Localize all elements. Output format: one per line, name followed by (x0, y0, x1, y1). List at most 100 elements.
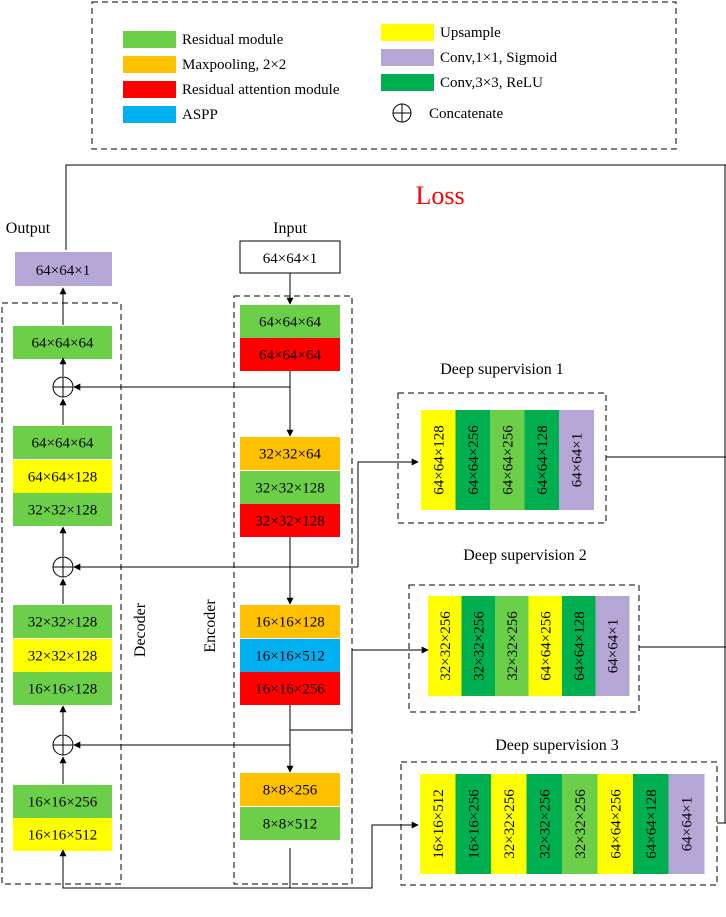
encoder-block (240, 305, 340, 338)
legend-label: Conv,3×3, ReLU (440, 75, 543, 91)
encoder-block (240, 338, 340, 371)
encoder-block-label: 16×16×512 (255, 649, 324, 665)
deep-supervision-3-block-label: 64×64×1 (679, 797, 695, 851)
deep-supervision-1-block-label: 64×64×1 (569, 433, 585, 487)
legend-label: Residual module (182, 32, 284, 48)
encoder-title: Encoder (202, 599, 219, 653)
output-block (15, 252, 112, 286)
encoder-block-label: 8×8×512 (263, 817, 317, 833)
input-block (239, 240, 341, 274)
deep-supervision-3-block (491, 774, 527, 874)
legend-swatch (123, 106, 176, 123)
decoder-block-label: 64×64×128 (28, 470, 97, 486)
deep-supervision-2-block (528, 596, 563, 696)
encoder-block (240, 605, 340, 638)
legend-swatch (123, 56, 176, 73)
deep-supervision-2-block-label: 64×64×256 (538, 611, 554, 681)
output-title: Output (6, 220, 51, 237)
deep-supervision-inputs (290, 458, 429, 889)
deep-supervision-3-block (420, 774, 456, 874)
encoder-block-label: 32×32×64 (259, 447, 321, 463)
legend-swatch (381, 24, 434, 41)
deep-supervision-3-block-label: 64×64×256 (608, 789, 624, 859)
decoder-block-label: 16×16×128 (28, 682, 97, 698)
deep-supervision-1-block (455, 410, 491, 510)
encoder-block (240, 471, 340, 504)
decoder-block-label: 32×32×128 (28, 615, 97, 631)
deep-supervision-3-block (633, 774, 669, 874)
deep-supervision-3-title: Deep supervision 3 (495, 737, 619, 754)
legend-label: Maxpooling, 2×2 (182, 57, 286, 73)
deep-supervision-3-block-label: 32×32×256 (573, 789, 589, 859)
decoder-block-label: 32×32×128 (28, 649, 97, 665)
output-block-label: 64×64×1 (36, 263, 90, 279)
decoder-block (13, 326, 112, 359)
deep-supervision-1-block-label: 64×64×256 (466, 425, 482, 495)
encoder-block (240, 672, 340, 705)
deep-supervision-2-block-label: 32×32×256 (505, 611, 521, 681)
encoder-block-label: 64×64×64 (259, 315, 321, 331)
deep-supervision-3-block (526, 774, 563, 874)
encoder-block (240, 504, 340, 537)
deep-supervision-2-block-label: 64×64×1 (605, 619, 621, 673)
decoder-block-label: 64×64×64 (32, 436, 94, 452)
encoder-blocks: 64×64×6464×64×6432×32×6432×32×12832×32×1… (240, 305, 340, 840)
deep-supervision-1-block (524, 410, 560, 510)
decoder-block (13, 639, 112, 672)
deep-supervision-2-block (562, 596, 596, 696)
decoder-block-label: 16×16×256 (28, 795, 98, 811)
encoder-block (240, 773, 340, 806)
encoder-block-label: 32×32×128 (255, 514, 324, 530)
concat-1 (52, 376, 74, 398)
decoder-block-label: 64×64×64 (32, 336, 94, 352)
concat-2 (52, 556, 74, 578)
decoder-blocks: 64×64×64 64×64×64 64×64×128 32×32×128 32×32×… (13, 326, 112, 851)
deep-supervision-1-block (559, 410, 594, 510)
deep-supervision-3-block-label: 16×16×512 (431, 789, 447, 858)
deep-supervision-1-frame (397, 392, 607, 524)
legend-swatch (381, 49, 434, 66)
deep-supervision-1-block-label: 64×64×256 (500, 425, 516, 495)
decoder-title: Decoder (132, 602, 149, 657)
encoder-block-label: 32×32×128 (255, 481, 324, 497)
encoder-block-label: 8×8×256 (263, 783, 318, 799)
deep-supervision-3-block-label: 32×32×256 (537, 789, 553, 859)
deep-supervision-2-block (461, 596, 496, 696)
decoder-block (13, 818, 112, 851)
decoder-block-label: 16×16×512 (28, 828, 97, 844)
decoder-block (13, 605, 112, 638)
deep-supervision-3-block (668, 774, 705, 874)
decoder-block (13, 426, 112, 459)
encoder-block (240, 807, 340, 840)
input-block-label: 64×64×1 (263, 251, 317, 267)
deep-supervision-3-block-label: 64×64×128 (644, 789, 660, 858)
encoder-block (240, 639, 340, 672)
decoder-block (13, 672, 112, 705)
deep-supervision-2-block-label: 32×32×256 (438, 611, 454, 681)
concat-3 (52, 734, 74, 756)
deep-supervision-2-block-label: 32×32×256 (471, 611, 487, 681)
deep-supervision-1-block-label: 64×64×128 (535, 425, 551, 494)
legend-label: Concatenate (429, 106, 503, 122)
skip-connections (73, 383, 358, 749)
deep-supervision-2-block (495, 596, 529, 696)
deep-supervision-1-block-label: 64×64×128 (431, 425, 447, 494)
deep-supervision-2-title: Deep supervision 2 (463, 547, 587, 564)
legend-label: Residual attention module (182, 82, 340, 98)
deep-supervision-3-block (562, 774, 598, 874)
legend-frame (91, 1, 677, 150)
deep-supervision-1-block (421, 410, 456, 510)
deep-supervision-2-block (428, 596, 462, 696)
legend-label: Conv,1×1, Sigmoid (440, 50, 558, 66)
input-title: Input (273, 220, 307, 237)
encoder-block-label: 16×16×128 (255, 615, 324, 631)
decoder-block-label: 32×32×128 (28, 503, 97, 519)
deep-supervision-3-block-label: 16×16×256 (466, 789, 482, 859)
deep-supervision-3-block (455, 774, 492, 874)
encoder-block (240, 437, 340, 470)
legend-label: ASPP (182, 107, 218, 123)
decoder-block (13, 493, 112, 526)
deep-supervision-3-block-label: 32×32×256 (502, 789, 518, 859)
bottleneck-connection (59, 848, 291, 889)
